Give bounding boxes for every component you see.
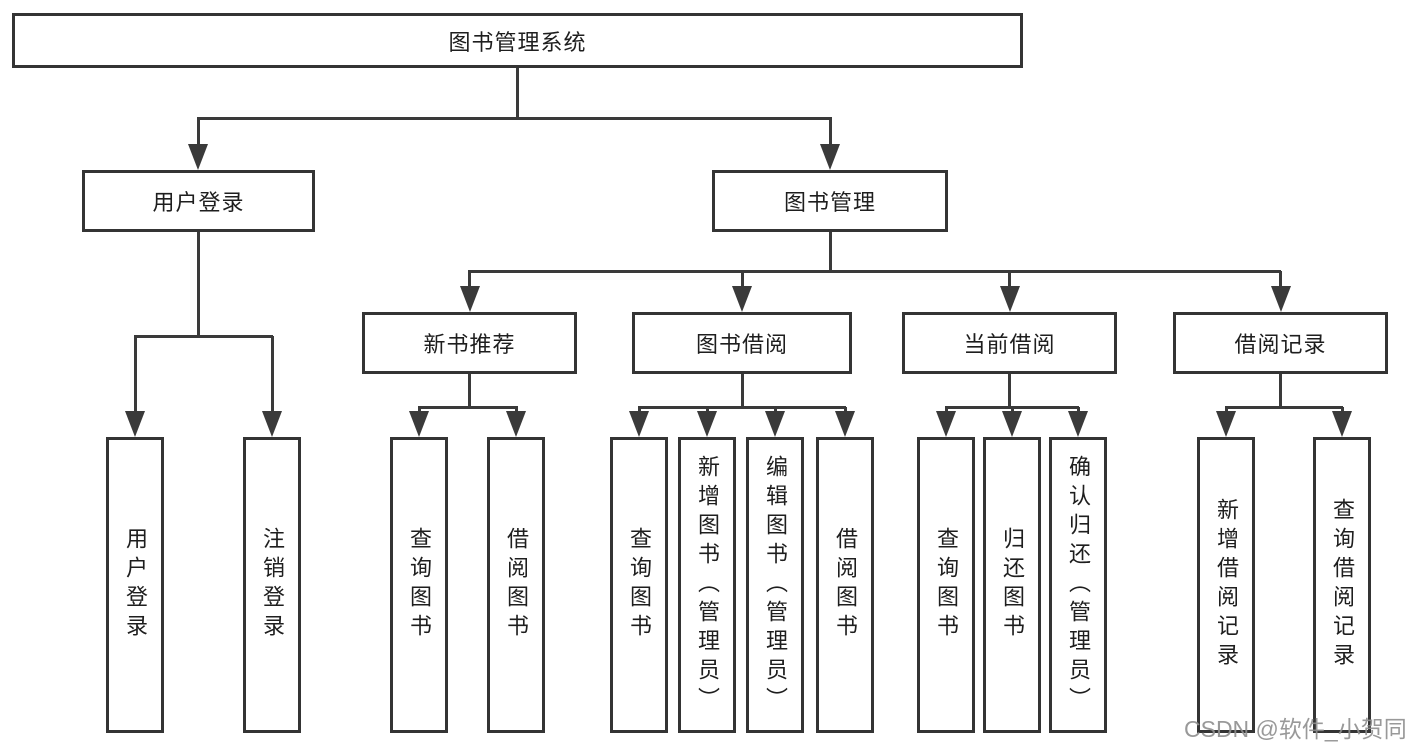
connector-current-borrow-vline	[1008, 374, 1011, 409]
leaf-records-add-record-label: 新增借阅记录	[1214, 498, 1239, 672]
connector-arrow-borrow-records	[1270, 271, 1291, 312]
leaf-borrow-edit-book-admin-label: 编辑图书（管理员）	[763, 454, 788, 716]
leaf-borrow-add-book-admin: 新增图书（管理员）	[678, 437, 736, 733]
csdn-watermark: CSDN @软件_小贺同学	[1184, 716, 1405, 742]
leaf-borrow-add-book-admin-label: 新增图书（管理员）	[695, 454, 720, 716]
connector-arrow-current-borrow	[999, 271, 1020, 312]
connector-borrow-records-hline	[1224, 406, 1343, 409]
connector-root-hline	[196, 117, 832, 120]
leaf-logout: 注销登录	[243, 437, 301, 733]
connector-arrow-leaf-logout	[262, 336, 282, 437]
leaf-current-query-book: 查询图书	[917, 437, 975, 733]
leaf-logout-label: 注销登录	[260, 527, 285, 643]
connector-new-book-rec-hline	[417, 406, 518, 409]
connector-user-login-hline	[133, 335, 273, 338]
connector-arrow-borrow-edit	[765, 407, 785, 437]
connector-arrow-borrow-query	[629, 407, 649, 437]
node-new-book-rec: 新书推荐	[362, 312, 577, 374]
leaf-current-return-book: 归还图书	[983, 437, 1041, 733]
connector-arrow-new-book-rec	[459, 271, 480, 312]
connector-arrow-records-add	[1216, 407, 1236, 437]
connector-arrow-user-login	[188, 118, 208, 170]
leaf-current-query-book-label: 查询图书	[934, 527, 959, 643]
node-user-login-label: 用户登录	[152, 190, 245, 215]
connector-arrow-leaf-user-login	[125, 336, 145, 437]
leaf-newrec-query-book-label: 查询图书	[407, 527, 432, 643]
connector-arrow-borrow-add	[697, 407, 717, 437]
connector-arrow-newrec-borrow	[506, 407, 526, 437]
connector-arrow-records-query	[1332, 407, 1352, 437]
connector-book-borrow-vline	[740, 374, 744, 409]
leaf-current-confirm-return-admin-label: 确认归还（管理员）	[1066, 454, 1091, 716]
leaf-user-login: 用户登录	[106, 437, 164, 733]
connector-arrow-current-confirm	[1068, 407, 1088, 437]
connector-book-mgmt-hline	[468, 270, 1281, 273]
node-book-mgmt: 图书管理	[712, 170, 948, 232]
node-book-borrow-label: 图书借阅	[695, 332, 788, 357]
connector-root-vline	[516, 68, 519, 120]
connector-borrow-records-vline	[1279, 374, 1282, 409]
connector-arrow-newrec-query	[409, 407, 429, 437]
leaf-records-query-record: 查询借阅记录	[1313, 437, 1371, 733]
leaf-borrow-borrow-book-label: 借阅图书	[833, 527, 858, 643]
connector-arrow-book-borrow	[732, 271, 752, 312]
leaf-newrec-borrow-book-label: 借阅图书	[504, 527, 529, 643]
leaf-records-add-record: 新增借阅记录	[1197, 437, 1255, 733]
node-borrow-records-label: 借阅记录	[1234, 332, 1327, 357]
node-root-label: 图书管理系统	[448, 29, 587, 55]
node-root-system: 图书管理系统	[12, 13, 1023, 68]
node-new-book-rec-label: 新书推荐	[423, 332, 516, 357]
connector-arrow-borrow-borrow	[835, 407, 855, 437]
node-book-borrow: 图书借阅	[632, 312, 852, 374]
connector-book-borrow-hline	[637, 406, 846, 409]
leaf-current-confirm-return-admin: 确认归还（管理员）	[1049, 437, 1107, 733]
connector-arrow-current-query	[936, 407, 956, 437]
leaf-user-login-label: 用户登录	[123, 527, 148, 643]
leaf-records-query-record-label: 查询借阅记录	[1330, 498, 1355, 672]
node-borrow-records: 借阅记录	[1173, 312, 1388, 374]
leaf-borrow-borrow-book: 借阅图书	[816, 437, 874, 733]
connector-arrow-current-return	[1002, 407, 1022, 437]
connector-new-book-rec-vline	[468, 374, 471, 409]
node-user-login: 用户登录	[82, 170, 315, 232]
leaf-borrow-query-book: 查询图书	[610, 437, 668, 733]
node-current-borrow-label: 当前借阅	[963, 332, 1056, 357]
connector-user-login-vline	[197, 232, 200, 338]
connector-arrow-book-mgmt	[820, 118, 840, 170]
leaf-borrow-query-book-label: 查询图书	[627, 527, 652, 643]
node-book-mgmt-label: 图书管理	[783, 190, 876, 215]
leaf-borrow-edit-book-admin: 编辑图书（管理员）	[746, 437, 804, 733]
leaf-newrec-borrow-book: 借阅图书	[487, 437, 545, 733]
leaf-current-return-book-label: 归还图书	[1000, 527, 1025, 643]
node-current-borrow: 当前借阅	[902, 312, 1117, 374]
connector-book-mgmt-vline	[828, 232, 832, 273]
leaf-newrec-query-book: 查询图书	[390, 437, 448, 733]
